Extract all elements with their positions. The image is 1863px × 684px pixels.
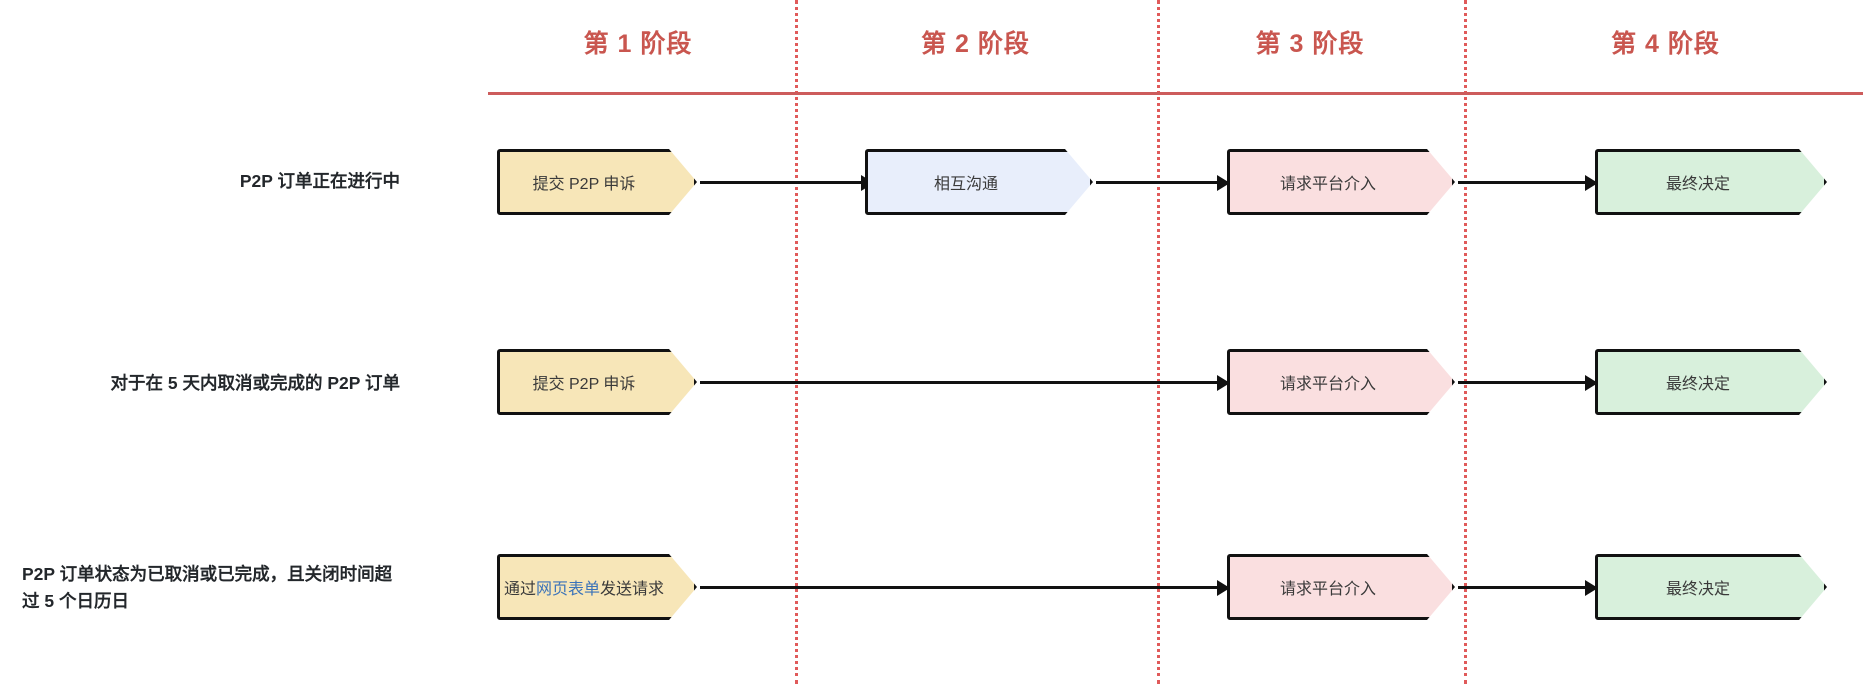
header-underline <box>488 92 1863 95</box>
stage-divider-1 <box>795 0 798 684</box>
node-row2-submit-appeal[interactable]: 提交 P2P 申诉 <box>497 349 697 415</box>
node-label: 提交 P2P 申诉 <box>532 376 636 393</box>
connector-row1-2 <box>1096 181 1228 184</box>
node-label: 提交 P2P 申诉 <box>532 176 636 193</box>
node-label: 最终决定 <box>1665 376 1730 393</box>
node-label-suffix: 发送请求 <box>600 581 665 598</box>
node-label: 最终决定 <box>1665 581 1730 598</box>
connector-row2-2 <box>1458 381 1596 384</box>
row-label-1: P2P 订单正在进行中 <box>239 171 400 191</box>
node-label: 请求平台介入 <box>1279 581 1376 598</box>
node-row3-send-request-web-form[interactable]: 通过网页表单发送请求 <box>497 554 697 620</box>
stage-divider-2 <box>1157 0 1160 684</box>
connector-row3-2 <box>1458 586 1596 589</box>
web-form-link[interactable]: 网页表单 <box>535 581 600 598</box>
node-label: 最终决定 <box>1665 176 1730 193</box>
row-label-2: 对于在 5 天内取消或完成的 P2P 订单 <box>110 373 400 393</box>
node-row3-final-decision[interactable]: 最终决定 <box>1595 554 1827 620</box>
node-row1-submit-appeal[interactable]: 提交 P2P 申诉 <box>497 149 697 215</box>
node-row2-request-platform[interactable]: 请求平台介入 <box>1227 349 1455 415</box>
stage-header-1: 第 1 阶段 <box>583 30 693 58</box>
node-label: 请求平台介入 <box>1279 176 1376 193</box>
node-row1-request-platform[interactable]: 请求平台介入 <box>1227 149 1455 215</box>
node-row3-request-platform[interactable]: 请求平台介入 <box>1227 554 1455 620</box>
connector-row1-1 <box>700 181 872 184</box>
stage-header-3: 第 3 阶段 <box>1255 30 1365 58</box>
stage-header-4: 第 4 阶段 <box>1611 30 1720 58</box>
node-label: 通过网页表单发送请求 <box>504 575 664 599</box>
node-row1-mutual-communication[interactable]: 相互沟通 <box>865 149 1093 215</box>
row-label-3: P2P 订单状态为已取消或已完成，且关闭时间超过 5 个日历日 <box>22 564 393 612</box>
connector-row3-1 <box>700 586 1228 589</box>
connector-row1-3 <box>1458 181 1596 184</box>
node-label: 请求平台介入 <box>1279 376 1376 393</box>
stage-header-2: 第 2 阶段 <box>921 30 1030 58</box>
node-row1-final-decision[interactable]: 最终决定 <box>1595 149 1827 215</box>
node-label-prefix: 通过 <box>503 581 536 598</box>
connector-row2-1 <box>700 381 1228 384</box>
node-row2-final-decision[interactable]: 最终决定 <box>1595 349 1827 415</box>
stage-divider-3 <box>1464 0 1467 684</box>
node-label: 相互沟通 <box>933 176 998 193</box>
